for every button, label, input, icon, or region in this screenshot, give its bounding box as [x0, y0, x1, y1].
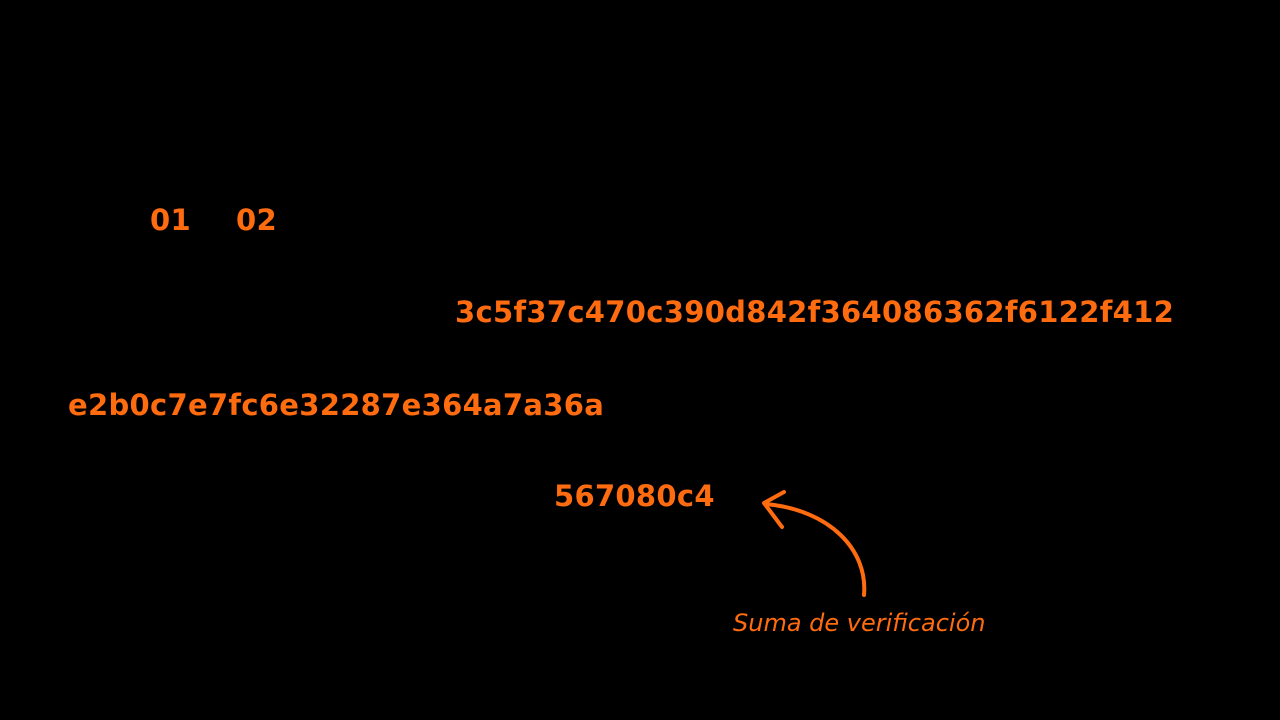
byte-token-02: 02: [236, 203, 277, 237]
hash-string: 3c5f37c470c390d842f364086362f6122f412: [455, 295, 1175, 329]
curved-arrow-icon: [762, 490, 867, 597]
checksum-value: 567080c4: [554, 479, 715, 513]
byte-token-01: 01: [150, 203, 191, 237]
hex-string: e2b0c7e7fc6e32287e364a7a36a: [68, 388, 605, 422]
checksum-label: Suma de verificación: [733, 609, 986, 637]
